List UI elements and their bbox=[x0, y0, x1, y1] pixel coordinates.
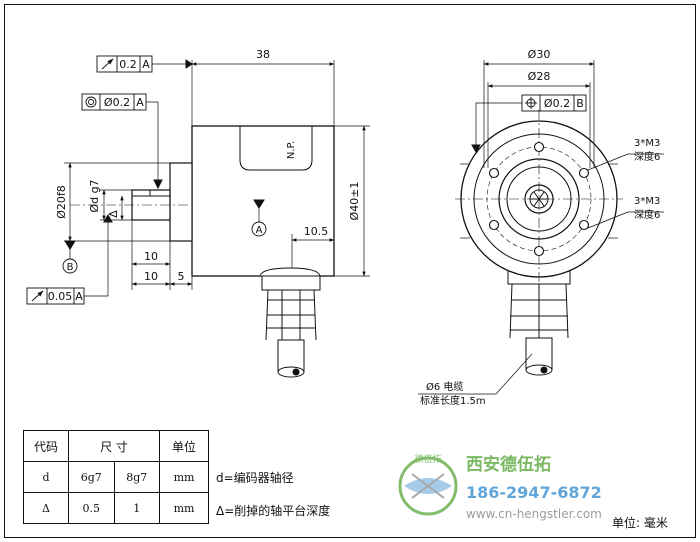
cell-v1: 0.5 bbox=[68, 492, 115, 524]
tolerance-runout-bottom bbox=[26, 287, 85, 305]
tolerance-position-right bbox=[521, 94, 587, 112]
brand-logo: 德伍拓 bbox=[398, 453, 458, 516]
spec-table: 代码 尺 寸 单位 d 6g7 8g7 mm Δ 0.5 1 mm bbox=[23, 430, 209, 524]
holes-lower-count: 3*M3 bbox=[634, 196, 660, 207]
dim-10-a: 10 bbox=[144, 250, 158, 263]
cell-v1: 6g7 bbox=[68, 461, 115, 493]
cable-length: 标准长度1.5m bbox=[420, 394, 486, 407]
tol-top-value: 0.2 bbox=[119, 58, 137, 71]
brand-website: www.cn-hengstler.com bbox=[466, 507, 602, 521]
dim-diam-20f8: Ø20f8 bbox=[55, 185, 68, 219]
encoder-body bbox=[191, 125, 335, 277]
unit-label: 单位: 毫米 bbox=[612, 515, 668, 530]
cell-unit: mm bbox=[159, 461, 209, 493]
dim-diam-28: Ø28 bbox=[528, 70, 551, 83]
tol-bottom-datum: A bbox=[75, 290, 83, 303]
datum-b-label: B bbox=[67, 262, 74, 273]
datum-a-label: A bbox=[256, 225, 263, 236]
header-unit: 单位 bbox=[159, 430, 209, 462]
tol-conc-datum: A bbox=[136, 96, 144, 109]
dim-10-5: 10.5 bbox=[304, 225, 329, 238]
holes-lower-depth: 深度6 bbox=[634, 208, 660, 221]
brand-phone: 186-2947-6872 bbox=[466, 483, 602, 502]
tol-bottom-value: 0.05 bbox=[48, 290, 73, 303]
tolerance-concentricity bbox=[81, 93, 147, 111]
dim-5: 5 bbox=[178, 270, 185, 283]
tol-pos-value: Ø0.2 bbox=[544, 97, 570, 110]
front-view bbox=[418, 60, 664, 395]
nameplate-label: N.P. bbox=[286, 141, 297, 159]
cell-code: Δ bbox=[23, 492, 69, 524]
cable-diameter: Ø6 电缆 bbox=[426, 380, 463, 393]
header-code: 代码 bbox=[23, 430, 69, 462]
tol-conc-value: Ø0.2 bbox=[104, 96, 130, 109]
header-size: 尺 寸 bbox=[68, 430, 160, 462]
nameplate-recess bbox=[239, 126, 313, 171]
cell-v2: 8g7 bbox=[113, 461, 160, 493]
dim-length-38: 38 bbox=[256, 48, 270, 61]
logo-chars: 德伍拓 bbox=[414, 453, 441, 465]
dim-diam-30: Ø30 bbox=[528, 48, 551, 61]
drawing-frame bbox=[4, 4, 696, 538]
dim-delta: Δ bbox=[107, 210, 120, 218]
tol-pos-datum: B bbox=[576, 97, 584, 110]
dim-diam-d-g7: Ød g7 bbox=[88, 179, 101, 212]
side-view bbox=[62, 59, 370, 378]
dim-10-b: 10 bbox=[144, 270, 158, 283]
dim-diam-40: Ø40±1 bbox=[348, 182, 361, 221]
cell-code: d bbox=[23, 461, 69, 493]
table-row: d 6g7 8g7 mm bbox=[23, 461, 209, 493]
note-delta: Δ=削掉的轴平台深度 bbox=[216, 503, 330, 518]
front-flange bbox=[169, 162, 193, 242]
table-row: Δ 0.5 1 mm bbox=[23, 492, 209, 524]
tol-top-datum: A bbox=[142, 58, 150, 71]
cell-v2: 1 bbox=[113, 492, 160, 524]
note-d: d=编码器轴径 bbox=[216, 470, 294, 485]
holes-upper-count: 3*M3 bbox=[634, 138, 660, 149]
brand-name: 西安德伍拓 bbox=[466, 454, 551, 475]
cell-unit: mm bbox=[159, 492, 209, 524]
table-header-row: 代码 尺 寸 单位 bbox=[23, 430, 209, 462]
tolerance-runout-top bbox=[96, 55, 153, 73]
holes-upper-depth: 深度6 bbox=[634, 150, 660, 163]
